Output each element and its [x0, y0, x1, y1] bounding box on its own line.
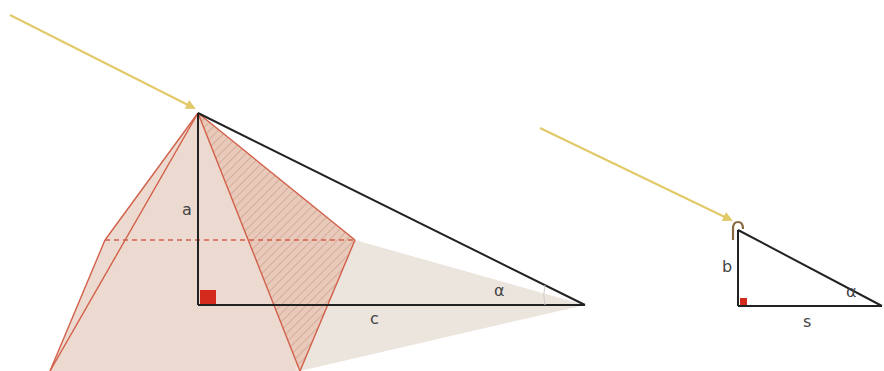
pyramid	[50, 113, 355, 371]
right-angle-mark	[740, 298, 747, 305]
height-label: b	[722, 259, 732, 275]
length-label: s	[803, 314, 811, 330]
sun-ray	[10, 15, 194, 108]
angle-label: α	[846, 284, 857, 300]
angle-label: α	[494, 283, 505, 299]
stick-hook	[733, 222, 743, 240]
height-label: a	[182, 202, 192, 218]
right-angle-mark	[200, 290, 216, 304]
length-label: c	[370, 311, 379, 327]
sun-ray	[540, 128, 731, 220]
